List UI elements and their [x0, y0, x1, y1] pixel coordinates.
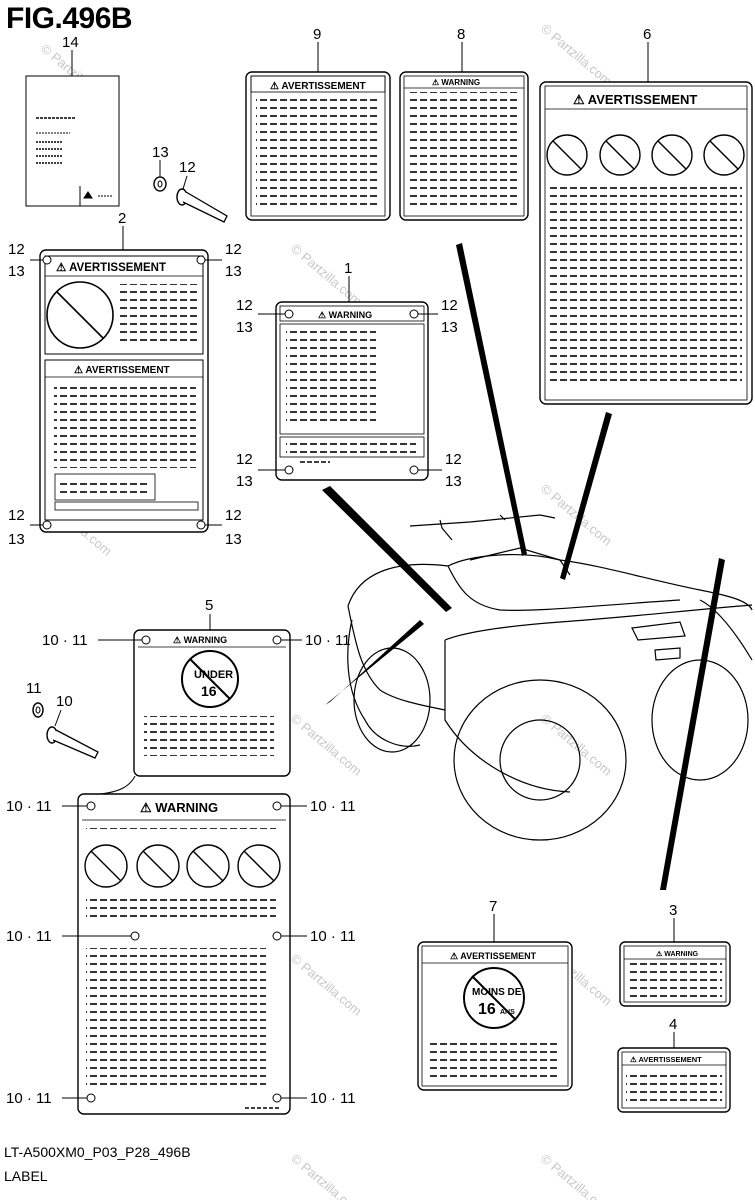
callout-13: 13 [8, 531, 25, 548]
callout-13: 13 [8, 263, 25, 280]
callout-10-11: 10 · 11 [42, 632, 88, 649]
callout-13: 13 [236, 473, 253, 490]
callout-7: 7 [489, 898, 497, 915]
rivet-and-washer-small [32, 702, 99, 759]
callout-12: 12 [8, 241, 25, 258]
label-item-4: ⚠ AVERTISSEMENT [617, 1047, 731, 1113]
callout-1: 1 [344, 260, 352, 277]
svg-text:⚠ AVERTISSEMENT: ⚠ AVERTISSEMENT [630, 1055, 702, 1064]
diagram-code: LT-A500XM0_P03_P28_496B [4, 1144, 191, 1160]
svg-text:⚠ AVERTISSEMENT: ⚠ AVERTISSEMENT [270, 81, 366, 92]
figure-title: FIG.496B [6, 2, 133, 35]
label-item-5: ⚠ WARNING UNDER 16 [133, 629, 291, 777]
callout-6: 6 [643, 26, 651, 43]
label-lower-title: WARNING [155, 800, 218, 815]
callout-10-11: 10 · 11 [305, 632, 351, 649]
svg-text:⚠ WARNING: ⚠ WARNING [173, 635, 227, 645]
callout-12: 12 [445, 451, 462, 468]
label-item-6: ⚠ AVERTISSEMENT [539, 81, 753, 405]
svg-text:⚠ WARNING: ⚠ WARNING [318, 310, 372, 320]
callout-9: 9 [313, 26, 321, 43]
callout-12: 12 [225, 507, 242, 524]
label-2-title-2: AVERTISSEMENT [85, 365, 169, 376]
callout-10-11: 10 · 11 [310, 1090, 356, 1107]
label-3-title: WARNING [664, 951, 698, 958]
callout-13: 13 [225, 263, 242, 280]
label-1-title: WARNING [329, 310, 373, 320]
callout-10-11: 10 · 11 [6, 928, 52, 945]
callout-10-11: 10 · 11 [310, 928, 356, 945]
svg-text:⚠ WARNING: ⚠ WARNING [656, 950, 699, 958]
label-item-7: ⚠ AVERTISSEMENT MOINS DE 16 ANS [417, 941, 573, 1091]
label-7-moins: MOINS DE [472, 987, 522, 998]
watermark-text: © Partzilla.com [538, 21, 615, 89]
label-2-title: AVERTISSEMENT [69, 262, 166, 274]
rivet-and-washer [153, 176, 228, 223]
watermark-text: © Partzilla.com [288, 711, 365, 779]
svg-text:⚠ AVERTISSEMENT: ⚠ AVERTISSEMENT [573, 92, 697, 107]
svg-text:⚠ AVERTISSEMENT: ⚠ AVERTISSEMENT [74, 365, 170, 376]
callout-8: 8 [457, 26, 465, 43]
callout-14: 14 [62, 34, 79, 51]
svg-text:⚠ AVERTISSEMENT: ⚠ AVERTISSEMENT [56, 262, 166, 274]
label-4-title: AVERTISSEMENT [639, 1055, 703, 1064]
callout-4: 4 [669, 1016, 677, 1033]
atv-outline [347, 514, 753, 841]
callout-10-11: 10 · 11 [6, 1090, 52, 1107]
callout-13: 13 [225, 531, 242, 548]
label-item-1: ⚠ WARNING [275, 301, 429, 481]
callout-3: 3 [669, 902, 677, 919]
label-7-title: AVERTISSEMENT [460, 951, 536, 961]
svg-text:⚠ WARNING: ⚠ WARNING [140, 800, 218, 815]
label-item-9: ⚠ AVERTISSEMENT [245, 71, 391, 221]
watermark-text: © Partzilla.com [538, 1151, 615, 1200]
label-5-age: 16 [201, 683, 217, 699]
callout-10: 10 [56, 693, 73, 710]
callout-10-11: 10 · 11 [6, 798, 52, 815]
label-8-title: WARNING [441, 78, 480, 87]
callout-13: 13 [441, 319, 458, 336]
callout-12: 12 [236, 451, 253, 468]
callout-13: 13 [152, 144, 169, 161]
label-9-title: AVERTISSEMENT [281, 81, 365, 92]
leader-wedges [322, 243, 725, 890]
callout-12: 12 [236, 297, 253, 314]
owners-manual [25, 75, 120, 207]
callout-2: 2 [118, 210, 126, 227]
callout-5: 5 [205, 597, 213, 614]
callout-12: 12 [179, 159, 196, 176]
callout-11: 11 [26, 680, 42, 697]
callout-12: 12 [8, 507, 25, 524]
callout-13: 13 [445, 473, 462, 490]
svg-text:⚠ AVERTISSEMENT: ⚠ AVERTISSEMENT [450, 951, 537, 961]
prohibition-icons [546, 134, 745, 176]
callout-12: 12 [225, 241, 242, 258]
label-5-title: WARNING [184, 635, 228, 645]
label-item-3: ⚠ WARNING [619, 941, 731, 1007]
svg-text:⚠ WARNING: ⚠ WARNING [432, 78, 480, 87]
callout-13: 13 [236, 319, 253, 336]
label-item-2: ⚠ AVERTISSEMENT ⚠ AVERTISSEMENT [39, 249, 209, 533]
diagram-label: LABEL [4, 1168, 48, 1184]
watermark-text: © Partzilla.com [288, 241, 365, 309]
callout-10-11: 10 · 11 [310, 798, 356, 815]
watermark-text: © Partzilla.com [288, 1151, 365, 1200]
watermark-text: © Partzilla.com [288, 951, 365, 1019]
label-item-5-lower: ⚠ WARNING [77, 793, 291, 1115]
label-7-age: 16 [478, 1001, 496, 1018]
label-item-8: ⚠ WARNING [399, 71, 529, 221]
label-5-under: UNDER [194, 669, 233, 681]
callout-12: 12 [441, 297, 458, 314]
label-6-title: AVERTISSEMENT [588, 92, 698, 107]
